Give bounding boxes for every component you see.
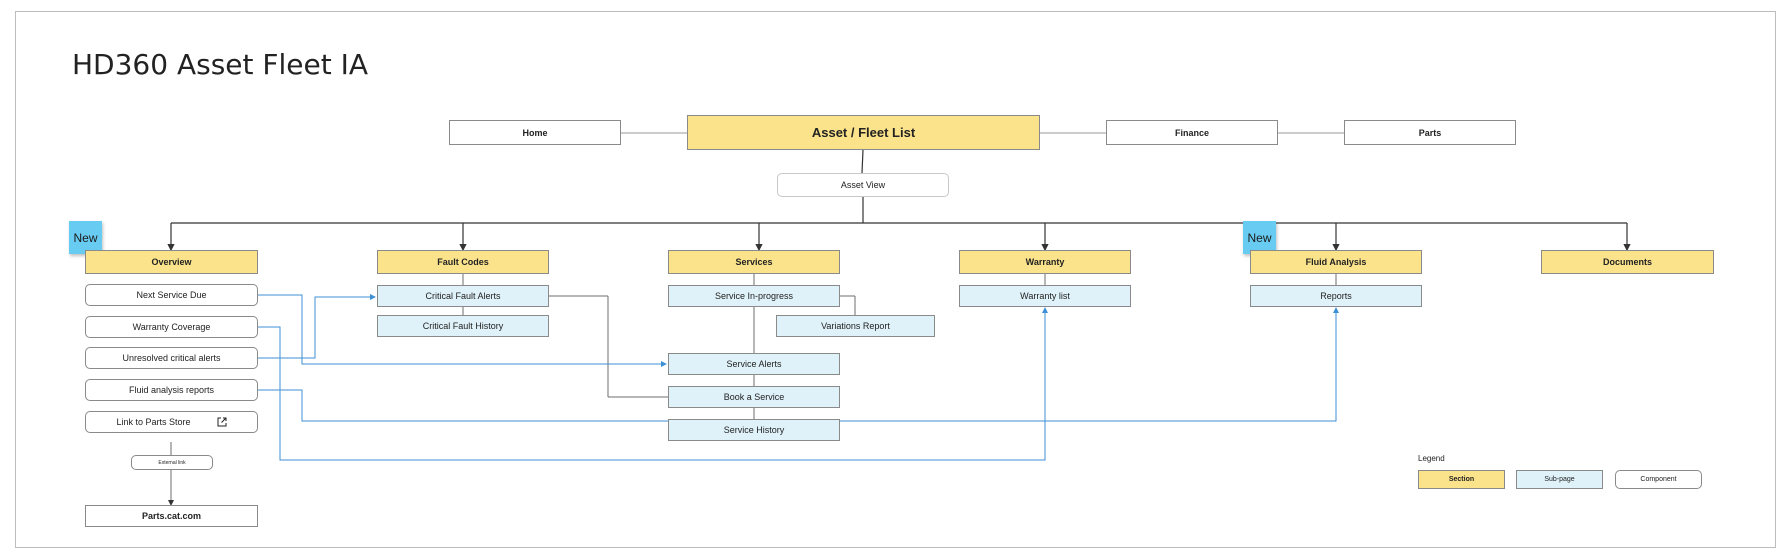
subpage-service-alerts[interactable]: Service Alerts: [668, 353, 840, 375]
subpage-warranty-list[interactable]: Warranty list: [959, 285, 1131, 307]
section-fluid-analysis[interactable]: Fluid Analysis: [1250, 250, 1422, 274]
subpage-reports[interactable]: Reports: [1250, 285, 1422, 307]
section-documents[interactable]: Documents: [1541, 250, 1714, 274]
subpage-critical-fault-alerts[interactable]: Critical Fault Alerts: [377, 285, 549, 307]
component-link-to-parts-store[interactable]: Link to Parts Store: [85, 411, 258, 433]
component-fluid-analysis-reports[interactable]: Fluid analysis reports: [85, 379, 258, 401]
legend-component: Component: [1615, 470, 1702, 489]
section-overview[interactable]: Overview: [85, 250, 258, 274]
legend-sub-page: Sub-page: [1516, 470, 1603, 489]
external-link-node: External link: [131, 455, 213, 470]
page-title: HD360 Asset Fleet IA: [72, 48, 369, 81]
subpage-service-in-progress[interactable]: Service In-progress: [668, 285, 840, 307]
asset-view[interactable]: Asset View: [777, 173, 949, 197]
legend-section: Section: [1418, 470, 1505, 489]
parts-cat-com[interactable]: Parts.cat.com: [85, 505, 258, 527]
nav-parts[interactable]: Parts: [1344, 120, 1516, 145]
subpage-critical-fault-history[interactable]: Critical Fault History: [377, 315, 549, 337]
section-fault-codes[interactable]: Fault Codes: [377, 250, 549, 274]
section-services[interactable]: Services: [668, 250, 840, 274]
component-warranty-coverage[interactable]: Warranty Coverage: [85, 316, 258, 338]
subpage-variations-report[interactable]: Variations Report: [776, 315, 935, 337]
legend-title: Legend: [1418, 454, 1445, 463]
link-to-parts-store-label: Link to Parts Store: [116, 417, 191, 427]
nav-finance[interactable]: Finance: [1106, 120, 1278, 145]
subpage-service-history[interactable]: Service History: [668, 419, 840, 441]
new-badge-overview: New: [69, 221, 102, 254]
nav-asset-fleet-list[interactable]: Asset / Fleet List: [687, 115, 1040, 150]
subpage-book-a-service[interactable]: Book a Service: [668, 386, 840, 408]
external-link-icon: [217, 417, 227, 427]
nav-home[interactable]: Home: [449, 120, 621, 145]
section-warranty[interactable]: Warranty: [959, 250, 1131, 274]
component-next-service-due[interactable]: Next Service Due: [85, 284, 258, 306]
diagram-board: [15, 11, 1776, 548]
new-badge-fluid-analysis: New: [1243, 221, 1276, 254]
component-unresolved-critical-alerts[interactable]: Unresolved critical alerts: [85, 347, 258, 369]
